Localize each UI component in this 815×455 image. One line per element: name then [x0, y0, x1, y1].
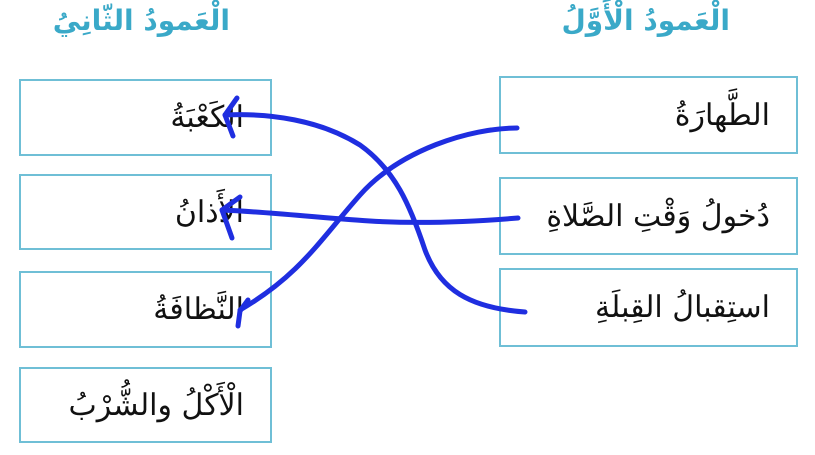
- match-line-purity-to-cleanliness: [237, 125, 520, 313]
- second-column-item-eating-drinking[interactable]: الْأَكْلُ والشُّرْبُ: [19, 367, 272, 443]
- first-column-item-label: استِقبالُ القِبلَةِ: [595, 290, 770, 325]
- first-column-item-label: دُخولُ وَقْتِ الصَّلاةِ: [546, 198, 770, 234]
- first-column-item-facing-qibla[interactable]: استِقبالُ القِبلَةِ: [499, 268, 798, 347]
- first-column-item-label: الطَّهارَةُ: [674, 97, 770, 133]
- second-column-item-label: النَّظافَةُ: [153, 292, 244, 327]
- second-column-item-label: الكَعْبَةُ: [170, 100, 244, 135]
- second-column-header: الْعَمودُ الثّانِيُ: [52, 4, 230, 37]
- second-column-item-kaaba[interactable]: الكَعْبَةُ: [19, 79, 272, 156]
- first-column-item-prayer-time[interactable]: دُخولُ وَقْتِ الصَّلاةِ: [499, 177, 798, 255]
- second-column-item-label: الأَذانُ: [174, 194, 244, 230]
- first-column-header: الْعَمودُ الْأَوَّلُ: [561, 4, 730, 37]
- first-column-item-purity[interactable]: الطَّهارَةُ: [499, 76, 798, 154]
- second-column-item-label: الْأَكْلُ والشُّرْبُ: [68, 387, 244, 423]
- second-column-item-cleanliness[interactable]: النَّظافَةُ: [19, 271, 272, 348]
- second-column-item-adhan[interactable]: الأَذانُ: [19, 174, 272, 250]
